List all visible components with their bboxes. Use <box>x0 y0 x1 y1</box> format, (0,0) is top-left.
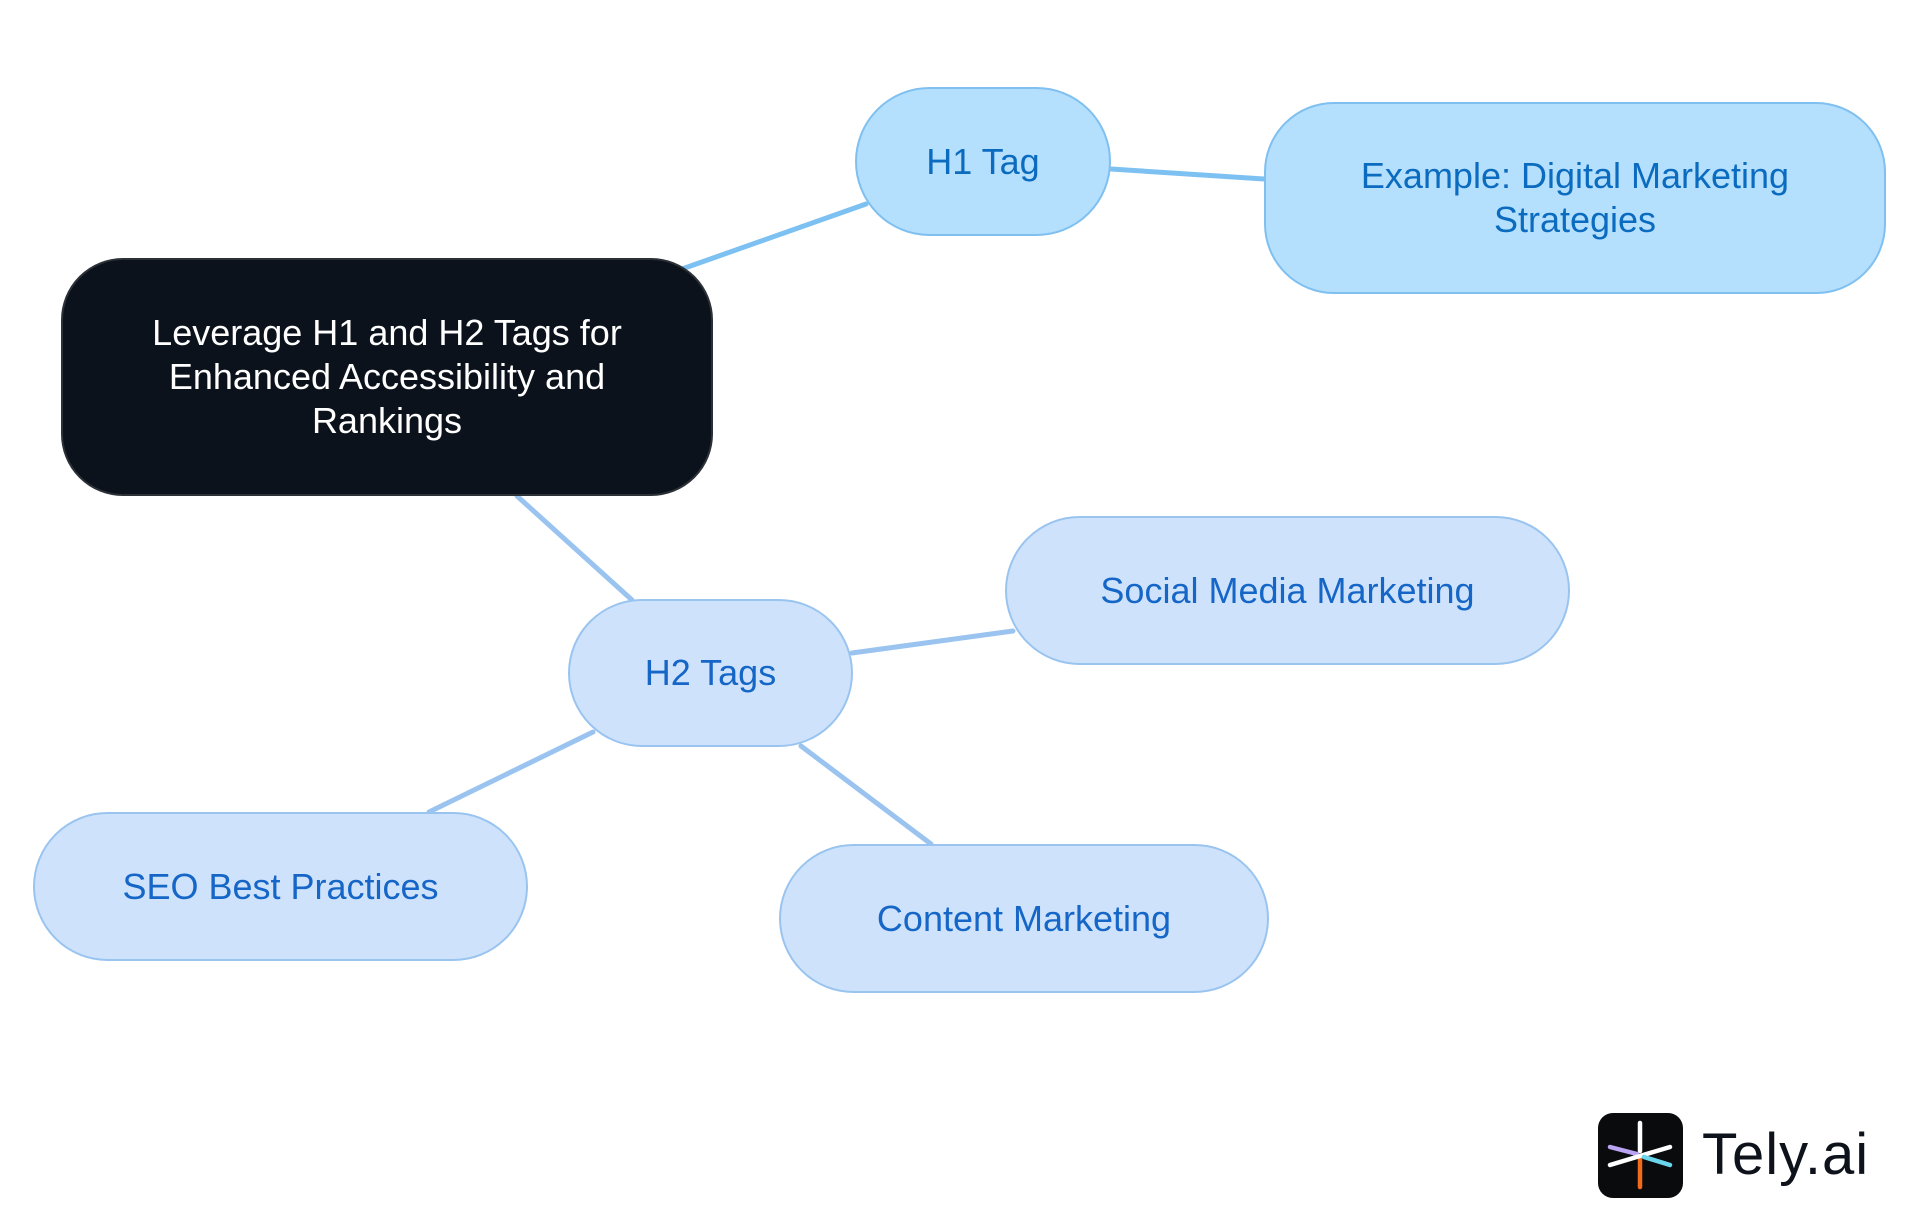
edge-root-h1 <box>679 201 869 272</box>
edge-h2-social <box>849 628 1016 656</box>
node-h1-example-label: Example: Digital Marketing Strategies <box>1361 154 1789 242</box>
node-seo-best-practices-label: SEO Best Practices <box>122 865 439 907</box>
node-social-media-marketing[interactable]: Social Media Marketing <box>1005 516 1570 665</box>
node-h1-tag[interactable]: H1 Tag <box>855 87 1111 236</box>
root-node-label: Leverage H1 and H2 Tags for Enhanced Acc… <box>152 311 622 443</box>
node-h2-tags[interactable]: H2 Tags <box>568 599 853 747</box>
tely-asterisk-logo-icon <box>1598 1113 1683 1198</box>
node-content-marketing-label: Content Marketing <box>876 897 1172 939</box>
edge-h2-content <box>798 743 934 847</box>
root-line-3: Rankings <box>311 400 463 441</box>
node-h1-tag-label: H1 Tag <box>926 140 1040 182</box>
root-line-2: Enhanced Accessibility and <box>168 356 606 397</box>
brand-wordmark: Tely.ai <box>1702 1122 1870 1187</box>
node-seo-best-practices[interactable]: SEO Best Practices <box>33 812 528 961</box>
node-h2-tags-label: H2 Tags <box>644 652 777 693</box>
example-line-2: Strategies <box>1493 199 1657 240</box>
node-h1-example[interactable]: Example: Digital Marketing Strategies <box>1264 102 1886 294</box>
edge-h2-seo <box>426 729 596 815</box>
edge-root-h2 <box>514 493 635 603</box>
node-social-media-marketing-label: Social Media Marketing <box>1100 569 1475 611</box>
edge-h1-example <box>1108 166 1267 182</box>
root-node[interactable]: Leverage H1 and H2 Tags for Enhanced Acc… <box>61 258 713 496</box>
node-content-marketing[interactable]: Content Marketing <box>779 844 1269 993</box>
root-line-1: Leverage H1 and H2 Tags for <box>152 312 622 353</box>
example-line-1: Example: Digital Marketing <box>1360 155 1790 196</box>
